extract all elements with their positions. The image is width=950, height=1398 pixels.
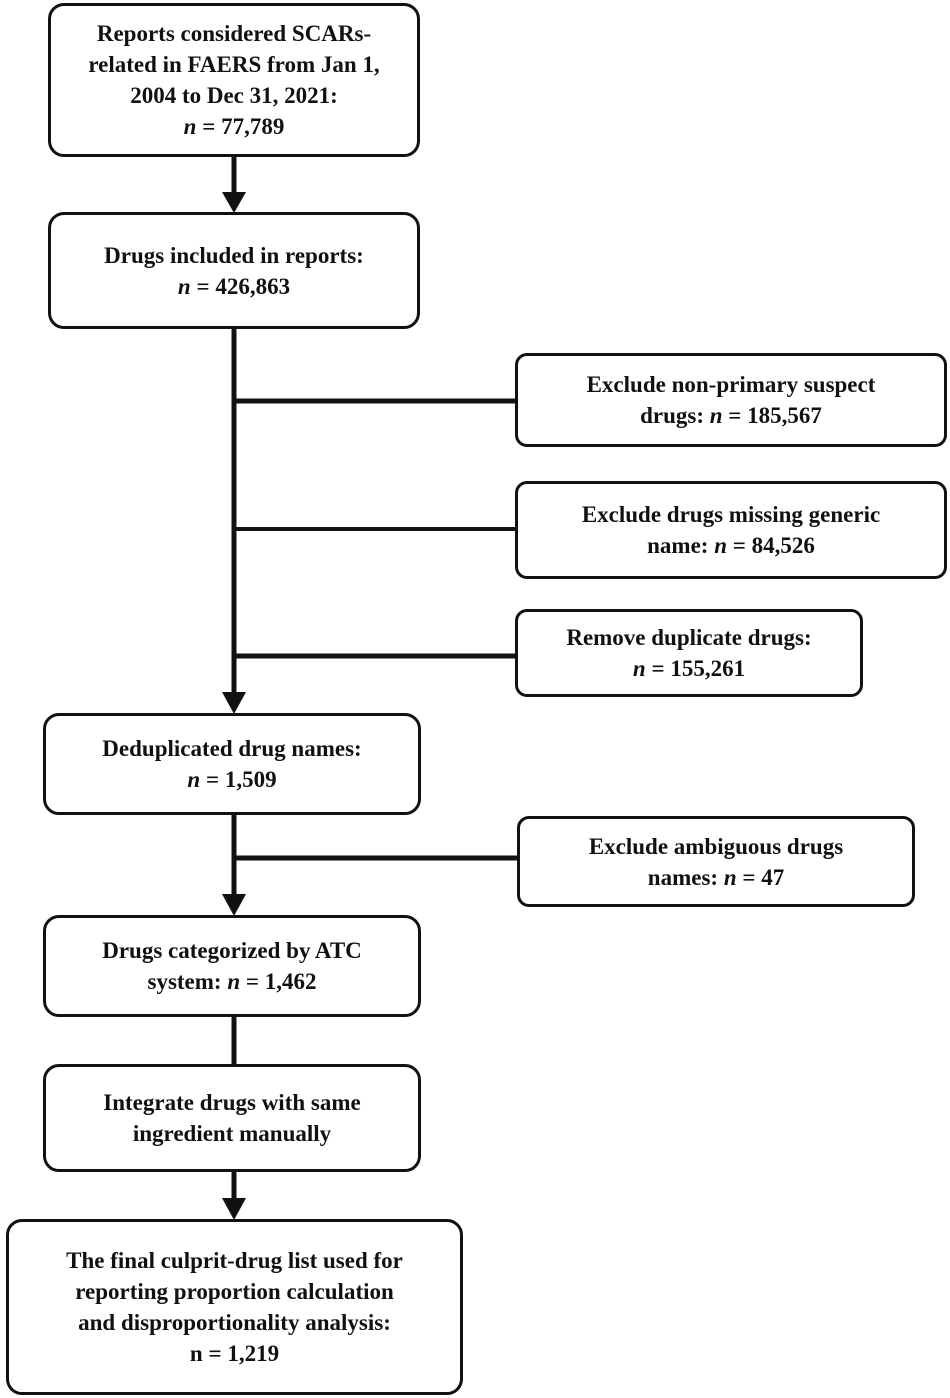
final-count: n = 1,219 — [189, 1341, 280, 1366]
drugs-included-label: Drugs included in reports: — [104, 242, 364, 268]
reports-line-1: Reports considered SCARs- — [96, 21, 372, 46]
deduplicated-label: Deduplicated drug names: — [102, 736, 362, 761]
exclude-nonprimary-count: drugs: n = 185,567 — [640, 403, 822, 428]
categorized-count: system: n = 1,462 — [147, 969, 317, 994]
categorized-label: Drugs categorized by ATC — [102, 938, 362, 963]
box-exclude-missing-generic: Exclude drugs missing generic name: n = … — [515, 481, 947, 579]
arrowhead-to-final — [222, 1198, 246, 1220]
remove-duplicate-label: Remove duplicate drugs: — [566, 625, 812, 650]
box-reports-considered: Reports considered SCARs- related in FAE… — [48, 3, 420, 157]
reports-count: n = 77,789 — [183, 114, 285, 139]
integrate-line-1: Integrate drugs with same — [103, 1090, 361, 1115]
arrowhead-to-categorized — [222, 894, 246, 916]
box-remove-duplicate: Remove duplicate drugs: n = 155,261 — [515, 609, 863, 697]
integrate-line-2: ingredient manually — [132, 1121, 332, 1146]
drugs-included-count: n = 426,863 — [177, 273, 291, 299]
arrowhead-to-drugs-included — [222, 192, 246, 213]
box-drugs-included: Drugs included in reports: n = 426,863 — [48, 212, 420, 329]
box-integrate-ingredient: Integrate drugs with same ingredient man… — [43, 1064, 421, 1172]
box-exclude-ambiguous: Exclude ambiguous drugs names: n = 47 — [517, 816, 915, 907]
final-line-3: and disproportionality analysis: — [78, 1310, 391, 1335]
exclude-nonprimary-label: Exclude non-primary suspect — [586, 372, 876, 397]
deduplicated-count: n = 1,509 — [187, 767, 277, 792]
box-exclude-nonprimary: Exclude non-primary suspect drugs: n = 1… — [515, 353, 947, 447]
box-categorized-atc: Drugs categorized by ATC system: n = 1,4… — [43, 915, 421, 1017]
reports-line-2: related in FAERS from Jan 1, — [88, 52, 380, 77]
remove-duplicate-count: n = 155,261 — [632, 656, 746, 681]
final-line-1: The final culprit-drug list used for — [66, 1248, 403, 1273]
exclude-missing-count: name: n = 84,526 — [647, 533, 815, 558]
box-final-list: The final culprit-drug list used for rep… — [6, 1219, 463, 1395]
box-deduplicated-names: Deduplicated drug names: n = 1,509 — [43, 713, 421, 815]
final-line-2: reporting proportion calculation — [75, 1279, 394, 1304]
exclude-missing-label: Exclude drugs missing generic — [581, 502, 881, 527]
arrowhead-to-deduplicated — [222, 692, 246, 714]
exclude-ambiguous-count: names: n = 47 — [647, 864, 785, 890]
exclude-ambiguous-label: Exclude ambiguous drugs — [588, 833, 844, 859]
reports-line-3: 2004 to Dec 31, 2021: — [130, 83, 338, 108]
